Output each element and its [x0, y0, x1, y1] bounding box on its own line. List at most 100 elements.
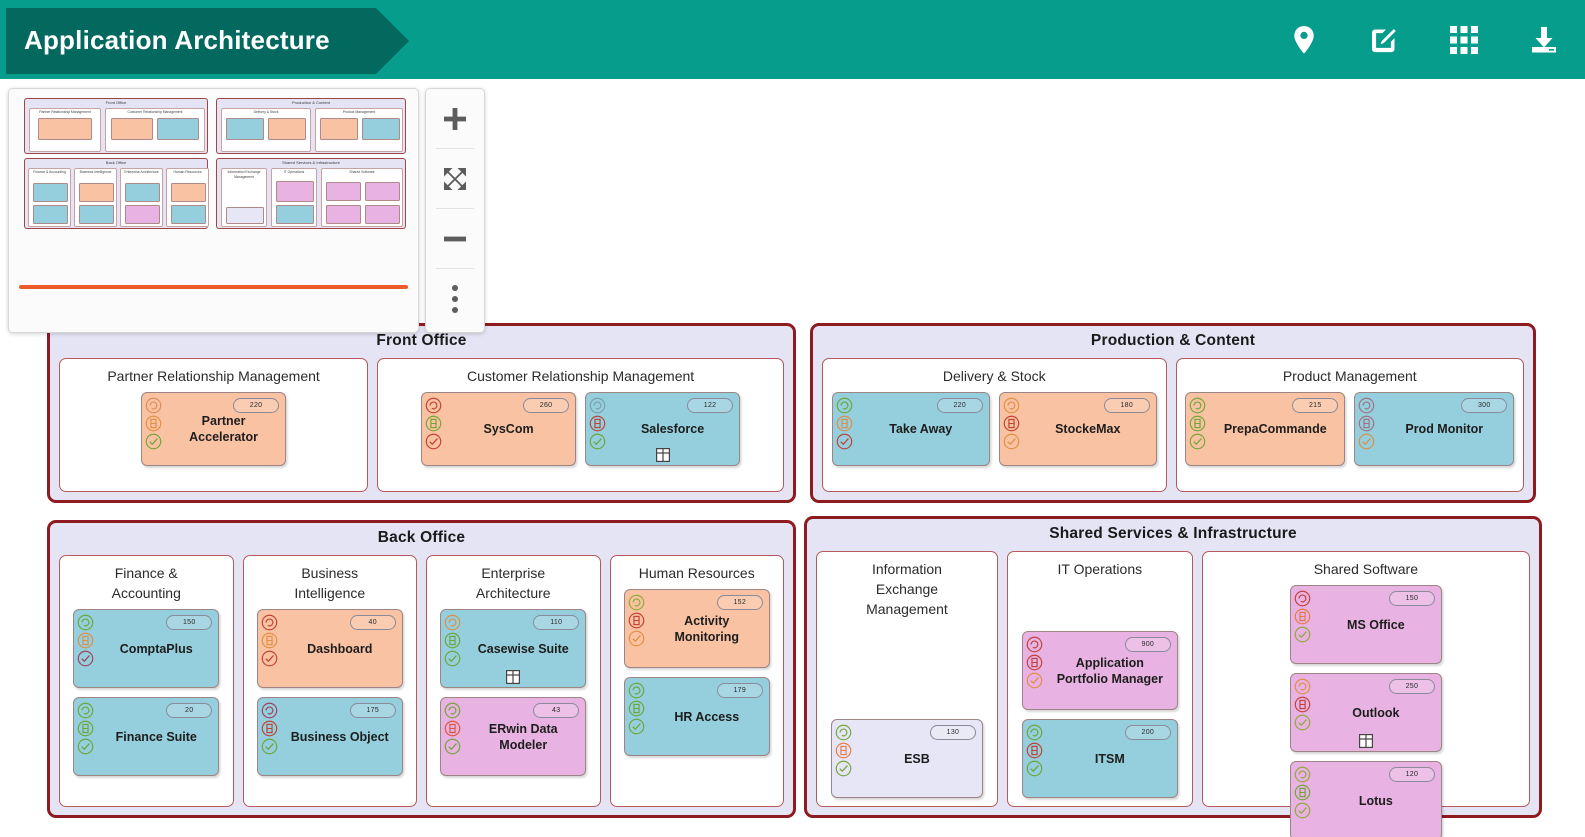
app-card[interactable]: 152 Activity Monitoring: [623, 589, 770, 668]
table-icon[interactable]: [655, 448, 670, 462]
minimap-card: [365, 182, 400, 201]
minimap-card: [38, 118, 92, 140]
subgroup-customer-relationship-management[interactable]: Customer Relationship Management 260 Sys…: [377, 358, 784, 492]
app-card[interactable]: 260 SysCom: [421, 392, 577, 466]
app-badge: 180: [1103, 398, 1150, 413]
app-card[interactable]: 180 StockeMax: [998, 392, 1157, 466]
app-stamps: [77, 702, 94, 755]
app-badge: 20: [166, 703, 213, 718]
app-card[interactable]: 150 ComptaPlus: [73, 609, 220, 688]
diagram-minimap[interactable]: Front Office Partner Relationship Manage…: [8, 88, 419, 333]
more-options-button[interactable]: [425, 269, 485, 329]
app-card[interactable]: 200 ITSM: [1021, 719, 1178, 798]
app-card[interactable]: 300 Prod Monitor: [1354, 392, 1515, 466]
card-list: 220 Partner Accelerator: [68, 392, 359, 483]
lifecycle-icon: [77, 702, 94, 719]
zoom-out-button[interactable]: [425, 209, 485, 269]
lifecycle-icon: [589, 397, 606, 414]
fit-to-screen-button[interactable]: [425, 149, 485, 209]
check-icon: [589, 433, 606, 450]
subgroup-product-management[interactable]: Product Management 215 PrepaCommande: [1175, 358, 1524, 492]
lifecycle-icon: [1026, 724, 1043, 741]
minimap-card: [365, 205, 400, 224]
app-card[interactable]: 215 PrepaCommande: [1185, 392, 1346, 466]
minimap-subgroup-label: Finance & Accounting: [33, 170, 66, 174]
zoom-toolbar: [425, 88, 485, 333]
app-card[interactable]: 110 Casewise Suite: [440, 609, 587, 688]
subgroup-human-resources[interactable]: Human Resources 152 Activity Monitoring: [609, 555, 784, 807]
group-shared-services[interactable]: Shared Services & Infrastructure Informa…: [804, 516, 1542, 837]
minimap-card: [111, 118, 153, 140]
group-back-office[interactable]: Back Office Finance & Accounting 150 Com…: [47, 520, 796, 818]
app-badge: 200: [1124, 725, 1171, 740]
grid-apps-icon[interactable]: [1447, 23, 1481, 57]
card-list: 110 Casewise Suite 43 ERwin Data Modeler: [435, 609, 592, 798]
minimap-card: [79, 183, 114, 202]
subgroup-enterprise-architecture[interactable]: Enterprise Architecture 110 Casewise Sui…: [426, 555, 601, 807]
minimap-subgroup-label: Business Intelligence: [79, 170, 112, 174]
app-card[interactable]: 40 Dashboard: [256, 609, 403, 688]
title-banner: Application Architecture: [6, 7, 409, 74]
app-card[interactable]: 120 Lotus: [1289, 761, 1442, 837]
group-title: Front Office: [376, 332, 467, 349]
card-list: 40 Dashboard 175 Business Object: [252, 609, 409, 798]
table-icon[interactable]: [506, 670, 521, 684]
subgroup-business-intelligence[interactable]: Business Intelligence 40 Dashboard: [242, 555, 417, 807]
minimap-subgroup-label: Customer Relationship Management: [127, 110, 183, 114]
table-icon[interactable]: [1358, 734, 1373, 748]
app-name: ESB: [904, 751, 930, 766]
app-badge: 152: [716, 595, 763, 610]
minimap-subgroup: Delivery & Stock: [221, 108, 311, 152]
group-production-content[interactable]: Production & Content Delivery & Stock 22…: [810, 323, 1536, 503]
minimap-subgroup: Product Management: [315, 108, 403, 152]
server-icon: [77, 632, 94, 649]
app-card[interactable]: 20 Finance Suite: [73, 697, 220, 776]
app-badge: 175: [349, 703, 396, 718]
minimap-subgroup: IT Operations: [271, 168, 317, 227]
app-stamps: [1026, 724, 1043, 777]
subgroup-delivery-stock[interactable]: Delivery & Stock 220 Take Away: [822, 358, 1167, 492]
subgroup-it-operations[interactable]: IT Operations 900 Application Portfolio …: [1006, 551, 1193, 807]
edit-square-icon[interactable]: [1367, 23, 1401, 57]
zoom-in-button[interactable]: [425, 89, 485, 149]
card-list: 150 MS Office 250 Outlook: [1211, 585, 1521, 837]
download-icon[interactable]: [1527, 23, 1561, 57]
app-stamps: [835, 724, 852, 777]
app-card[interactable]: 220 Partner Accelerator: [141, 392, 287, 466]
app-card[interactable]: 43 ERwin Data Modeler: [440, 697, 587, 776]
minimap-card: [226, 207, 264, 224]
app-stamps: [1294, 590, 1311, 643]
minimap-card: [326, 205, 361, 224]
lifecycle-icon: [425, 397, 442, 414]
group-body: Partner Relationship Management 220 Part…: [59, 358, 784, 492]
app-card[interactable]: 130 ESB: [830, 719, 983, 798]
subgroup-title: Partner Relationship Management: [107, 368, 320, 384]
check-icon: [836, 433, 853, 450]
app-stamps: [444, 702, 461, 755]
app-stamps: [836, 397, 853, 450]
subgroup-partner-relationship-management[interactable]: Partner Relationship Management 220 Part…: [59, 358, 369, 492]
group-front-office[interactable]: Front Office Partner Relationship Manage…: [47, 323, 796, 503]
subgroup-title: IT Operations: [1057, 561, 1143, 577]
subgroup-finance-accounting[interactable]: Finance & Accounting 150 ComptaPlus: [59, 555, 234, 807]
minimap-subgroup: Partner Relationship Management: [29, 108, 101, 152]
app-card[interactable]: 122 Salesforce: [585, 392, 741, 466]
subgroup-shared-software[interactable]: Shared Software 150 MS Office: [1201, 551, 1530, 837]
app-card[interactable]: 220 Take Away: [831, 392, 990, 466]
subgroup-information-exchange-management[interactable]: Information Exchange Management 130 ESB: [816, 551, 998, 807]
app-stamps: [1026, 636, 1043, 689]
minimap-viewport-indicator[interactable]: [19, 285, 408, 289]
app-card[interactable]: 250 Outlook: [1289, 673, 1442, 752]
minimap-subgroup-label: Partner Relationship Management: [39, 110, 91, 114]
app-card[interactable]: 900 Application Portfolio Manager: [1021, 631, 1178, 710]
location-pin-icon[interactable]: [1287, 23, 1321, 57]
minimap-card: [268, 118, 306, 140]
app-badge: 220: [233, 398, 280, 413]
minimap-card: [79, 205, 114, 224]
app-stamps: [261, 702, 278, 755]
app-card[interactable]: 175 Business Object: [256, 697, 403, 776]
check-icon: [835, 760, 852, 777]
app-card[interactable]: 150 MS Office: [1289, 585, 1442, 664]
app-card[interactable]: 179 HR Access: [623, 677, 770, 756]
check-icon: [444, 738, 461, 755]
